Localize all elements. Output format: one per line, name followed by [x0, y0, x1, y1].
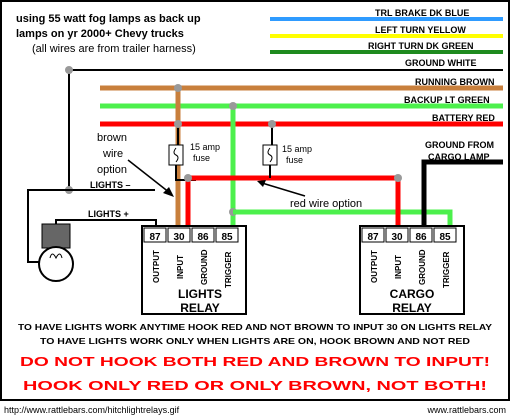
cargo-pin-85: 85	[439, 232, 451, 243]
title-line-1: using 55 watt fog lamps as back up	[16, 13, 201, 25]
lights-relay: 87 30 86 85 OUTPUT INPUT GROUND TRIGGER …	[141, 225, 247, 315]
cargo-relay-name-2: RELAY	[392, 301, 432, 315]
right-turn-label: RIGHT TURN DK GREEN	[368, 41, 474, 51]
brown-junction	[174, 84, 182, 92]
lights-minus-label: LIGHTS –	[90, 180, 131, 190]
cargo-label-trigger: TRIGGER	[442, 251, 451, 288]
cargo-lamp-label: CARGO LAMP	[428, 152, 490, 162]
battery-junction-b	[268, 120, 276, 128]
fuse-b-label-2: fuse	[286, 155, 303, 165]
ground-junction	[65, 66, 73, 74]
title-line-2: lamps on yr 2000+ Chevy trucks	[16, 28, 184, 40]
ground-white-label: GROUND WHITE	[405, 58, 477, 68]
running-brown-label: RUNNING BROWN	[415, 77, 495, 87]
note-line-1: TO HAVE LIGHTS WORK ANYTIME HOOK RED AND…	[18, 322, 492, 332]
cargo-pin-87: 87	[367, 232, 379, 243]
red-junction-lights	[184, 174, 192, 182]
cargo-relay-name-1: CARGO	[390, 287, 435, 301]
lights-label-input: INPUT	[176, 255, 185, 279]
brown-label-2: wire	[102, 148, 123, 160]
cargo-pin-85-box	[433, 227, 457, 243]
lights-pin-87: 87	[149, 232, 161, 243]
cargo-ground-wire	[421, 159, 503, 228]
red-junction-cargo	[394, 174, 402, 182]
title-line-3: (all wires are from trailer harness)	[32, 43, 196, 55]
left-turn-label: LEFT TURN YELLOW	[375, 25, 466, 35]
brown-label-1: brown	[97, 132, 127, 144]
lights-label-ground: GROUND	[200, 249, 209, 285]
lamp-filament	[49, 253, 63, 260]
red-wire-option-label: red wire option	[290, 198, 362, 210]
lights-plus-label: LIGHTS +	[88, 209, 129, 219]
lamp-bulb-icon	[38, 246, 74, 282]
red-input-wire	[185, 175, 401, 228]
cargo-pin-86-box	[409, 227, 433, 243]
lights-pin-30-box	[167, 227, 191, 243]
warning-line-2: HOOK ONLY RED OR ONLY BROWN, NOT BOTH!	[23, 378, 487, 393]
cargo-relay: 87 30 86 85 OUTPUT INPUT GROUND TRIGGER …	[359, 225, 465, 315]
brown-option-arrow	[127, 159, 171, 194]
brown-label-3: option	[97, 164, 127, 176]
footer-url-right: www.rattlebars.com	[426, 405, 506, 415]
lights-relay-name-1: LIGHTS	[178, 287, 222, 301]
cargo-pin-87-box	[361, 227, 385, 243]
cargo-trigger-wire	[233, 209, 453, 228]
cargo-label-output: OUTPUT	[370, 250, 379, 283]
battery-red-label: BATTERY RED	[432, 113, 495, 123]
cargo-label-ground: GROUND	[418, 249, 427, 285]
red-option-arrow	[261, 182, 306, 197]
note-line-2: TO HAVE LIGHTS WORK ONLY WHEN LIGHTS ARE…	[40, 336, 470, 346]
lights-pin-30: 30	[173, 232, 185, 243]
lights-label-output: OUTPUT	[152, 250, 161, 283]
lights-label-trigger: TRIGGER	[224, 251, 233, 288]
trl-brake-label: TRL BRAKE DK BLUE	[375, 8, 469, 18]
cargo-pin-30-box	[385, 227, 409, 243]
lamp-socket	[41, 223, 71, 249]
red-option-arrowhead-icon	[257, 180, 266, 187]
lights-pin-85-box	[215, 227, 239, 243]
warning-line-1: DO NOT HOOK BOTH RED AND BROWN TO INPUT!	[20, 354, 490, 369]
backup-junction	[229, 102, 237, 110]
fuse-b-element	[267, 147, 273, 163]
cargo-pin-30: 30	[391, 232, 403, 243]
cargo-label-input: INPUT	[394, 255, 403, 279]
fuse-a-label-2: fuse	[193, 153, 210, 163]
footer-url-left: http://www.rattlebars.com/hitchlightrela…	[4, 405, 180, 415]
lights-pin-86: 86	[197, 232, 209, 243]
lights-pin-87-box	[143, 227, 167, 243]
backup-green-label: BACKUP LT GREEN	[404, 95, 490, 105]
lights-pin-86-box	[191, 227, 215, 243]
lights-relay-name-2: RELAY	[180, 301, 220, 315]
fuse-a-label-1: 15 amp	[190, 142, 220, 152]
fuse-a-element	[173, 147, 179, 163]
ground-from-label: GROUND FROM	[425, 140, 494, 150]
brown-option-arrowhead-icon	[163, 187, 174, 197]
lights-pin-85: 85	[221, 232, 233, 243]
battery-junction-a	[174, 120, 182, 128]
lights-minus-wire	[27, 189, 69, 263]
fuse-b-label-1: 15 amp	[282, 144, 312, 154]
cargo-pin-86: 86	[415, 232, 427, 243]
